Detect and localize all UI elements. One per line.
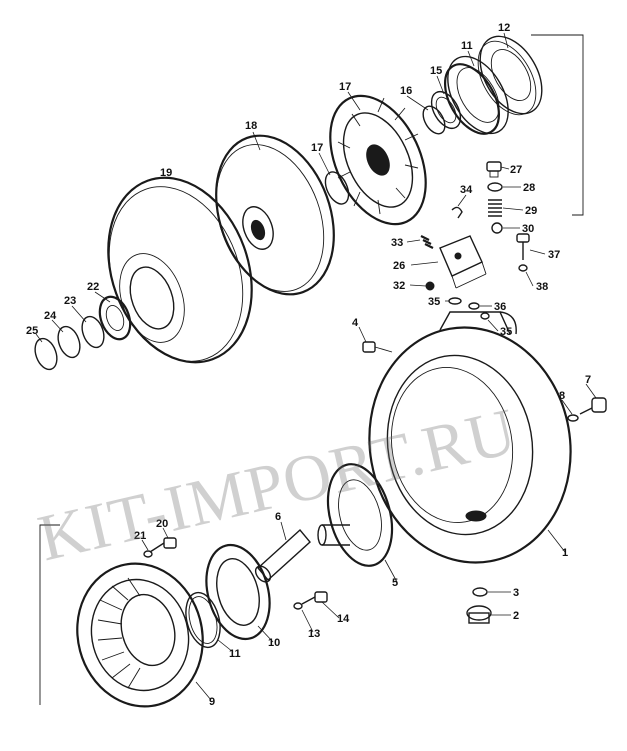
callout-10: 10 <box>268 637 280 649</box>
snap-ring-17-upper <box>422 105 446 135</box>
callout-23: 22 <box>87 281 99 293</box>
ring-29 <box>487 182 503 192</box>
spring-33 <box>420 235 434 249</box>
callout-6: 6 <box>275 511 281 523</box>
seal-ring-16 <box>430 90 462 130</box>
callout-20: 19 <box>160 167 172 179</box>
callout-7: 7 <box>585 374 591 386</box>
ring-25 <box>57 325 81 359</box>
sleeve-6 <box>254 528 311 583</box>
bolt-4 <box>362 341 393 353</box>
drain-plug-2 <box>466 605 492 624</box>
ring-26 <box>34 337 58 371</box>
turbine-wheel-19 <box>215 134 335 296</box>
housing-1 <box>368 311 572 564</box>
plug-28 <box>486 161 502 178</box>
callout-18: 17 <box>339 81 351 93</box>
bolt-14 <box>301 591 328 605</box>
callout-4: 4 <box>352 317 359 329</box>
watermark-text: KIT-IMPORT.RU <box>32 395 524 576</box>
snap-ring-17-lower <box>324 171 350 205</box>
valve-block-27 <box>439 235 487 289</box>
callout-30: 29 <box>525 205 537 217</box>
callout-15: 13 <box>308 628 320 640</box>
stator-wheel-18 <box>329 94 427 226</box>
pump-wheel-9 <box>76 562 204 708</box>
hub-5 <box>317 463 394 567</box>
pump-impeller-20 <box>107 176 253 364</box>
callout-35-upper: 35 <box>428 296 440 308</box>
callout-8: 8 <box>559 390 565 402</box>
callout-27: 26 <box>393 260 405 272</box>
callout-14: 14 <box>337 613 350 625</box>
pin-34 <box>451 206 463 219</box>
bolt-37 <box>516 233 530 260</box>
callout-34: 34 <box>460 184 473 196</box>
callout-24: 23 <box>64 295 76 307</box>
ball-31 <box>491 222 503 234</box>
callout-36: 36 <box>494 301 506 313</box>
callout-16: 15 <box>430 65 442 77</box>
callout-5: 5 <box>392 577 398 589</box>
washer-35-upper <box>448 297 462 305</box>
ring-24 <box>81 315 105 349</box>
callout-32: 32 <box>393 280 405 292</box>
washer-8 <box>567 414 579 422</box>
washer-22 <box>143 550 153 558</box>
washer-38 <box>518 264 528 272</box>
washer-3 <box>472 587 488 597</box>
callout-38: 38 <box>536 281 548 293</box>
callout-37: 37 <box>548 249 560 261</box>
washer-36 <box>468 302 490 320</box>
bearing-ring-12 <box>443 55 509 135</box>
cover-flange-10 <box>205 543 271 641</box>
callout-numbers: 12 11 15 16 17 17 18 19 22 23 24 25 27 2… <box>26 22 591 708</box>
o-ring-11 <box>185 591 221 649</box>
callout-33: 33 <box>391 237 403 249</box>
callout-2: 2 <box>513 610 519 622</box>
callout-31: 30 <box>522 223 534 235</box>
callout-28: 27 <box>510 164 522 176</box>
callout-1: 1 <box>562 547 568 559</box>
callout-12: 11 <box>461 40 473 52</box>
callout-9: 9 <box>209 696 215 708</box>
callout-25: 24 <box>44 310 57 322</box>
spring-30 <box>488 199 502 217</box>
bearing-23 <box>98 295 132 341</box>
flange-ring-13 <box>477 35 543 116</box>
callout-17-lower: 17 <box>311 142 323 154</box>
callout-35-lower: 35 <box>500 326 512 338</box>
ball-32 <box>425 281 435 291</box>
callout-26: 25 <box>26 325 38 337</box>
bracket-lines <box>39 34 584 705</box>
callout-3: 3 <box>513 587 519 599</box>
plug-7 <box>579 397 607 415</box>
callout-22: 21 <box>134 530 146 542</box>
callout-17-upper: 16 <box>400 85 412 97</box>
bolt-21 <box>149 537 177 553</box>
callout-11: 11 <box>229 648 241 660</box>
callout-21: 20 <box>156 518 168 530</box>
leader-lines <box>35 32 597 701</box>
callout-13: 12 <box>498 22 510 34</box>
callout-19: 18 <box>245 120 257 132</box>
callout-29: 28 <box>523 182 535 194</box>
washer-15 <box>293 602 303 610</box>
